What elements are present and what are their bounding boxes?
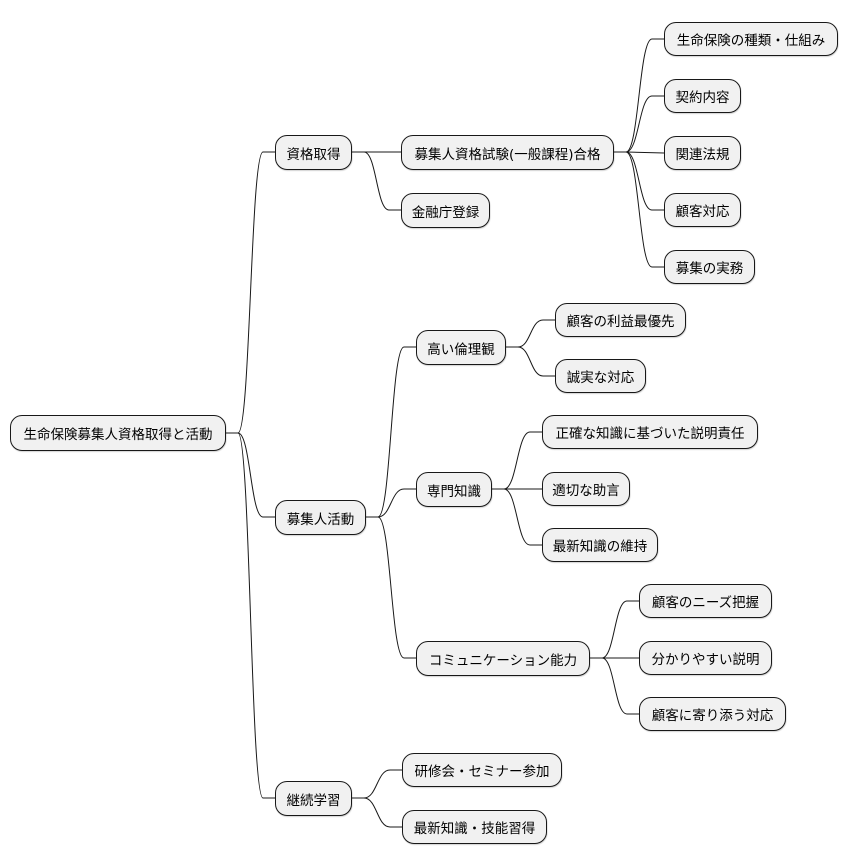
leaf-label: 関連法規	[675, 147, 730, 163]
branch-node-label: 資格取得	[286, 146, 341, 163]
connector-katsudo-to-comm	[377, 516, 416, 659]
connector-keizoku-leaf-1	[363, 769, 402, 799]
root-node-label: 生命保険募集人資格取得と活動	[23, 427, 213, 443]
node-shiken-goukaku: 募集人資格試験(一般課程)合格	[401, 135, 614, 170]
node-senmon-chishiki: 専門知識	[416, 472, 492, 507]
leaf-label: 募集の実務	[675, 261, 744, 277]
leaf-node: 研修会・セミナー参加	[402, 753, 562, 787]
connector-root-to-katsudo	[237, 432, 275, 518]
leaf-label: 契約内容	[675, 90, 730, 106]
node-kinyucho-toroku: 金融庁登録	[401, 193, 490, 228]
leaf-node: 最新知識・技能習得	[402, 810, 547, 844]
branch-node-boshunin-katsudo: 募集人活動	[275, 500, 366, 535]
leaf-label: 最新知識・技能習得	[413, 821, 536, 837]
node-communication-noryoku: コミュニケーション能力	[416, 641, 590, 676]
leaf-label: 顧客対応	[675, 204, 730, 220]
leaf-label: 顧客の利益最優先	[566, 314, 675, 330]
leaf-node: 募集の実務	[664, 250, 755, 284]
leaf-label: 適切な助言	[552, 483, 620, 499]
connector-keizoku-leaf-2	[363, 797, 402, 828]
branch-node-label: 募集人活動	[286, 511, 355, 528]
leaf-node: 顧客の利益最優先	[555, 303, 686, 337]
connector-katsudo-to-rinri	[377, 346, 416, 518]
leaf-label: 誠実な対応	[566, 370, 635, 386]
leaf-node: 契約内容	[664, 79, 741, 113]
connector-comm-leaf-1	[601, 600, 639, 659]
root-node: 生命保険募集人資格取得と活動	[10, 415, 226, 451]
leaf-label: 顧客のニーズ把握	[651, 595, 760, 611]
connector-root-to-shikaku	[237, 151, 275, 434]
connector-shiken-leaf-4	[625, 151, 664, 211]
node-label: コミュニケーション能力	[428, 652, 578, 669]
leaf-node: 正確な知識に基づいた説明責任	[542, 415, 758, 449]
connector-shiken-leaf-3	[625, 151, 665, 154]
node-label: 高い倫理観	[427, 341, 495, 358]
connector-comm-leaf-3	[601, 657, 639, 715]
connector-senmon-leaf-3	[503, 488, 542, 546]
leaf-node: 最新知識の維持	[542, 528, 658, 562]
node-label: 専門知識	[427, 483, 481, 500]
leaf-node: 適切な助言	[542, 472, 630, 506]
leaf-node: 誠実な対応	[555, 359, 646, 393]
leaf-label: 顧客に寄り添う対応	[651, 708, 774, 724]
leaf-node: 顧客対応	[664, 193, 741, 227]
leaf-node: 分かりやすい説明	[639, 641, 772, 675]
connector-katsudo-to-senmon	[377, 488, 416, 518]
leaf-node: 顧客に寄り添う対応	[639, 697, 786, 731]
connector-senmon-leaf-1	[503, 431, 542, 490]
connector-shiken-leaf-1	[625, 38, 664, 153]
leaf-label: 最新知識の維持	[552, 539, 648, 555]
leaf-label: 分かりやすい説明	[651, 652, 760, 668]
leaf-label: 研修会・セミナー参加	[414, 764, 550, 780]
branch-node-label: 継続学習	[286, 792, 341, 809]
connector-root-to-keizoku	[237, 432, 275, 799]
connector-shiken-leaf-2	[625, 95, 664, 153]
connector-shiken-leaf-5	[625, 151, 664, 268]
connector-rinri-leaf-1	[517, 319, 555, 348]
leaf-label: 正確な知識に基づいた説明責任	[555, 426, 745, 442]
node-label: 金融庁登録	[411, 204, 480, 221]
branch-node-shikaku-shutoku: 資格取得	[275, 135, 352, 170]
leaf-label: 生命保険の種類・仕組み	[676, 33, 826, 49]
leaf-node: 生命保険の種類・仕組み	[664, 22, 838, 56]
branch-node-keizoku-gakushu: 継続学習	[275, 781, 352, 816]
node-takai-rinrikan: 高い倫理観	[416, 330, 506, 365]
node-label: 募集人資格試験(一般課程)合格	[414, 146, 601, 163]
leaf-node: 顧客のニーズ把握	[639, 584, 772, 618]
leaf-node: 関連法規	[664, 136, 741, 170]
connector-shikaku-to-toroku	[363, 151, 401, 211]
connector-rinri-leaf-2	[517, 346, 555, 377]
